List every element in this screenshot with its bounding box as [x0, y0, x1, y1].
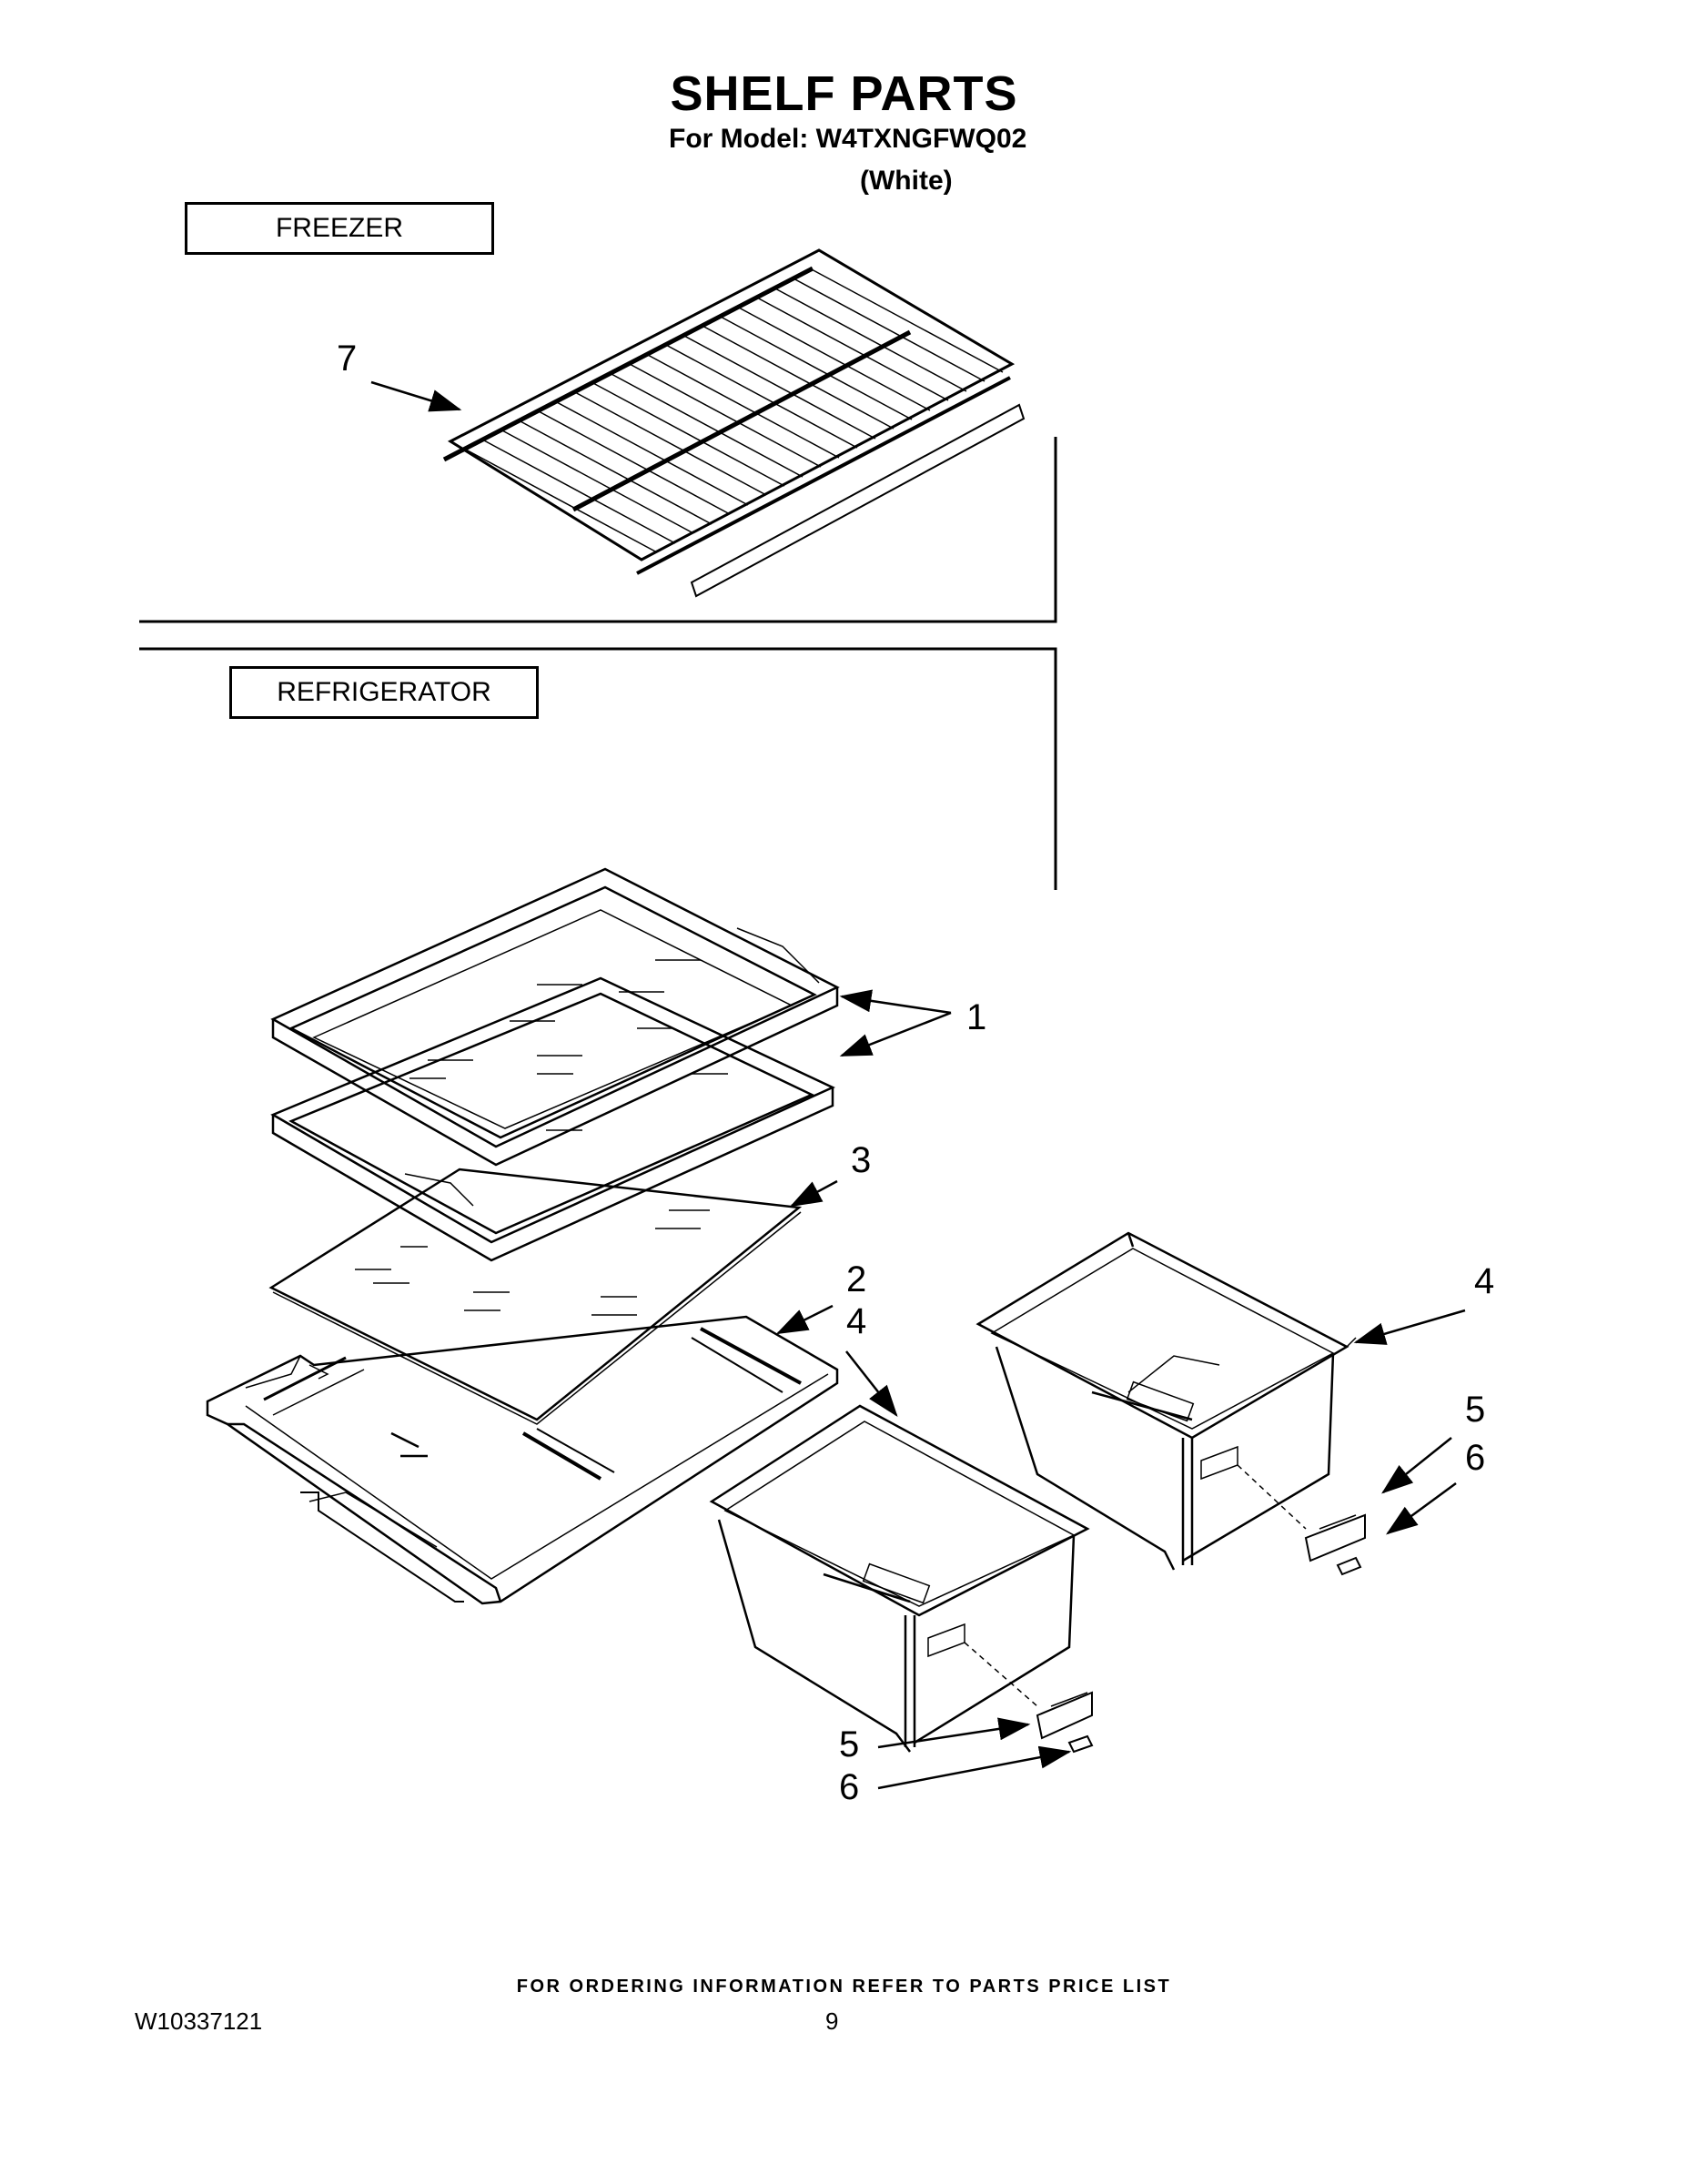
- refrigerator-section-label: REFRIGERATOR: [229, 666, 539, 719]
- crisper-pan-right: [975, 1231, 1357, 1571]
- leader-4-right: [1353, 1309, 1466, 1345]
- leader-5-right: [1381, 1437, 1452, 1494]
- leader-4-left: [845, 1350, 898, 1417]
- freezer-section-border: [139, 437, 1057, 623]
- color-line: (White): [860, 166, 953, 196]
- glass-shelf-upper: [270, 867, 840, 1167]
- leader-3: [789, 1179, 838, 1208]
- crisper-pan-left: [709, 1404, 1090, 1753]
- ordering-note: FOR ORDERING INFORMATION REFER TO PARTS …: [516, 1977, 1172, 1997]
- callout-5-right: 5: [1465, 1390, 1486, 1430]
- document-number: W10337121: [135, 2007, 263, 2035]
- page-title: SHELF PARTS: [670, 66, 1018, 121]
- callout-5-left: 5: [839, 1724, 860, 1764]
- callout-7: 7: [337, 339, 358, 379]
- leader-1-lower: [839, 1011, 952, 1057]
- glass-panel: [268, 1168, 803, 1425]
- callout-4-left: 4: [846, 1301, 867, 1341]
- glass-shelf-lower: [270, 976, 835, 1262]
- callout-6-left: 6: [839, 1767, 860, 1807]
- crisper-cover-frame: [206, 1315, 839, 1605]
- refrigerator-section-border: [139, 647, 1057, 890]
- freezer-section-label: FREEZER: [185, 202, 494, 255]
- leader-lines: [370, 380, 1466, 1790]
- leader-6-right: [1385, 1481, 1457, 1535]
- callout-6-right: 6: [1465, 1438, 1486, 1478]
- callout-3: 3: [851, 1140, 872, 1180]
- page-number: 9: [825, 2007, 839, 2035]
- leader-1-upper: [839, 989, 952, 1015]
- leader-7: [370, 380, 462, 412]
- leader-5-left: [877, 1717, 1031, 1749]
- callout-2: 2: [846, 1259, 867, 1299]
- model-line: For Model: W4TXNGFWQ02: [669, 124, 1027, 154]
- crisper-slider-right: [1237, 1464, 1366, 1576]
- leader-2: [775, 1304, 834, 1335]
- freezer-wire-shelf: [442, 248, 1026, 598]
- leader-6-left: [877, 1745, 1072, 1790]
- callout-4-right: 4: [1474, 1261, 1495, 1301]
- glass-reflections: [409, 959, 728, 1131]
- crisper-slider-left: [964, 1642, 1094, 1754]
- callout-1: 1: [966, 997, 987, 1037]
